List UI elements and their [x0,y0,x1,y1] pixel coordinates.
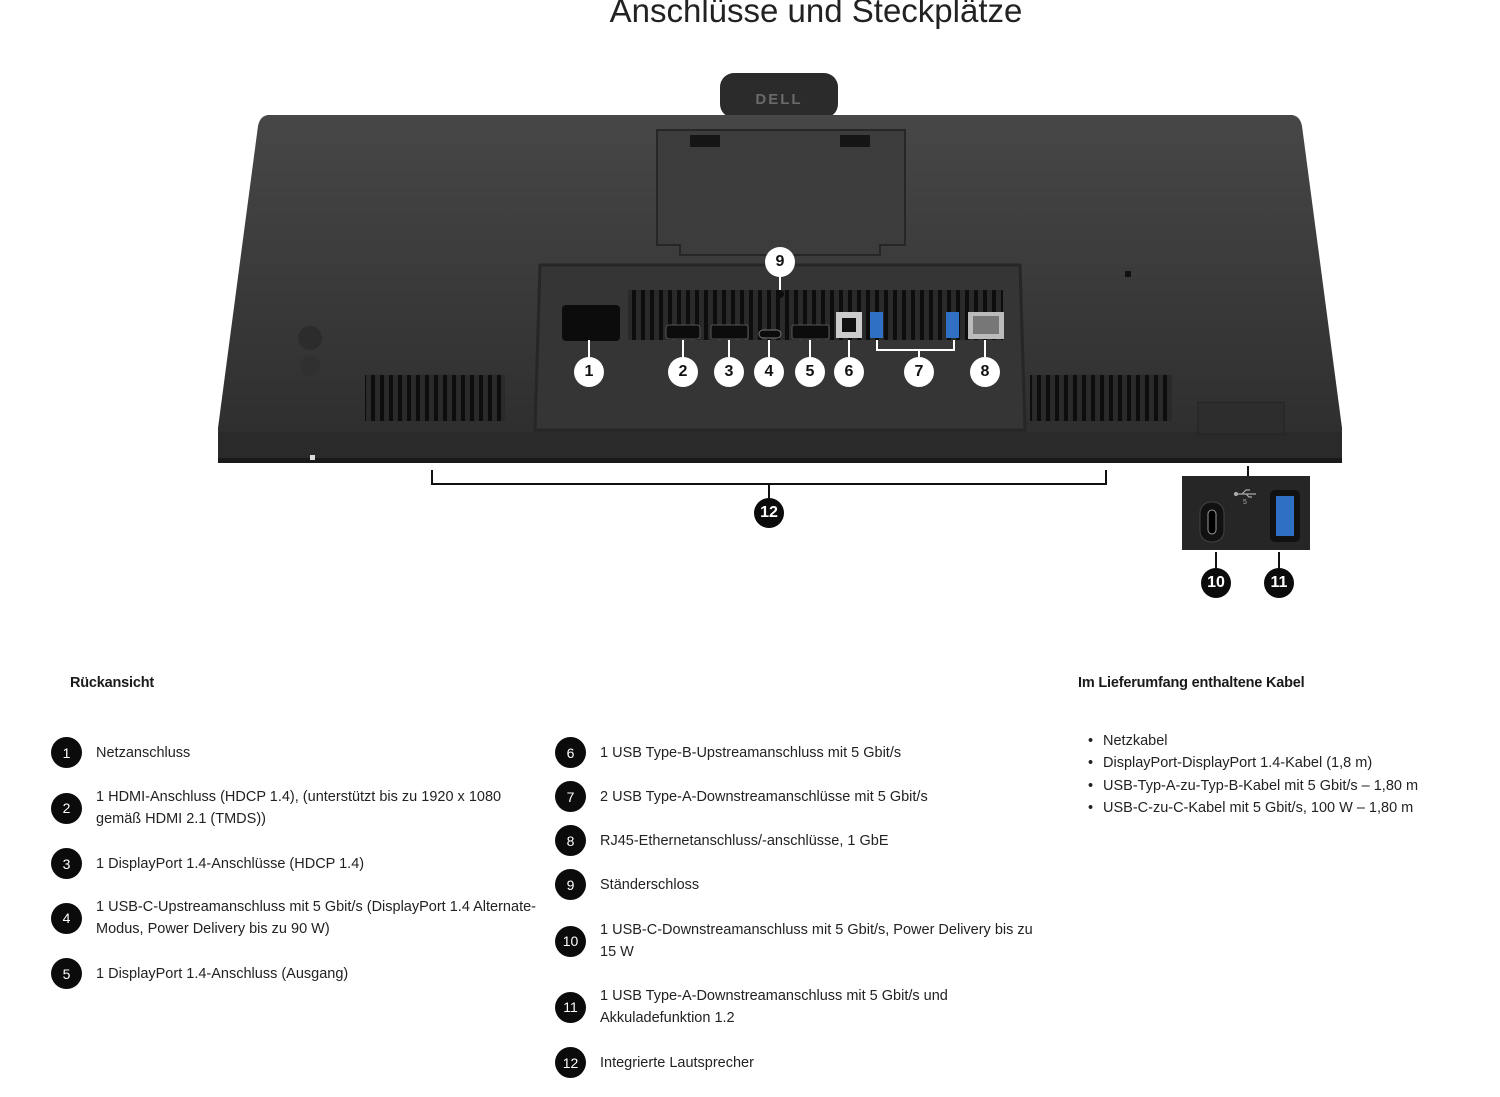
callout-6: 6 [834,357,864,387]
callout-10: 10 [1201,568,1231,598]
callout-12: 12 [754,498,784,528]
hub-usb-speed-label: 5 [1243,499,1247,506]
callout-4: 4 [754,357,784,387]
cables-heading: Im Lieferumfang enthaltene Kabel [1078,675,1305,691]
speaker-grille-left [365,375,505,421]
dell-logo: DELL [755,91,802,108]
usb-a-port [1276,496,1294,536]
usb-c-port [758,329,782,339]
cable-item: USB-C-zu-C-Kabel mit 5 Gbit/s, 100 W – 1… [1088,800,1413,816]
cable-item: DisplayPort-DisplayPort 1.4-Kabel (1,8 m… [1088,755,1372,771]
monitor-bottom-edge [218,432,1342,462]
side-usb-hub [1182,476,1310,550]
usb-icon [1233,489,1256,498]
speaker-grille-right [1030,375,1172,421]
usb-a-port [946,312,959,338]
stand-top: DELL [720,73,838,118]
usb-a-port [870,312,883,338]
callout-2: 2 [668,357,698,387]
callout-lines [588,276,986,358]
callout-7: 7 [904,357,934,387]
hdmi-port [665,324,701,340]
cable-item: USB-Typ-A-zu-Typ-B-Kabel mit 5 Gbit/s – … [1088,778,1418,794]
callout-3: 3 [714,357,744,387]
speaker-bracket [431,466,1280,570]
callout-5: 5 [795,357,825,387]
callout-8: 8 [970,357,1000,387]
callout-11: 11 [1264,568,1294,598]
power-led [310,455,315,460]
page-title: Anschlüsse und Steckplätze [609,0,1023,29]
rear-view-heading: Rückansicht [70,675,155,691]
stand-mount [656,129,906,256]
displayport-out-port [791,324,830,340]
monitor-rear-image: DELL [218,73,1342,570]
usb-c-port [1207,509,1217,535]
cable-item: Netzkabel [1088,733,1167,749]
callout-9: 9 [765,247,795,277]
stand-lock [776,290,784,298]
power-port [562,305,620,341]
displayport-port [710,324,749,340]
callout-1: 1 [574,357,604,387]
